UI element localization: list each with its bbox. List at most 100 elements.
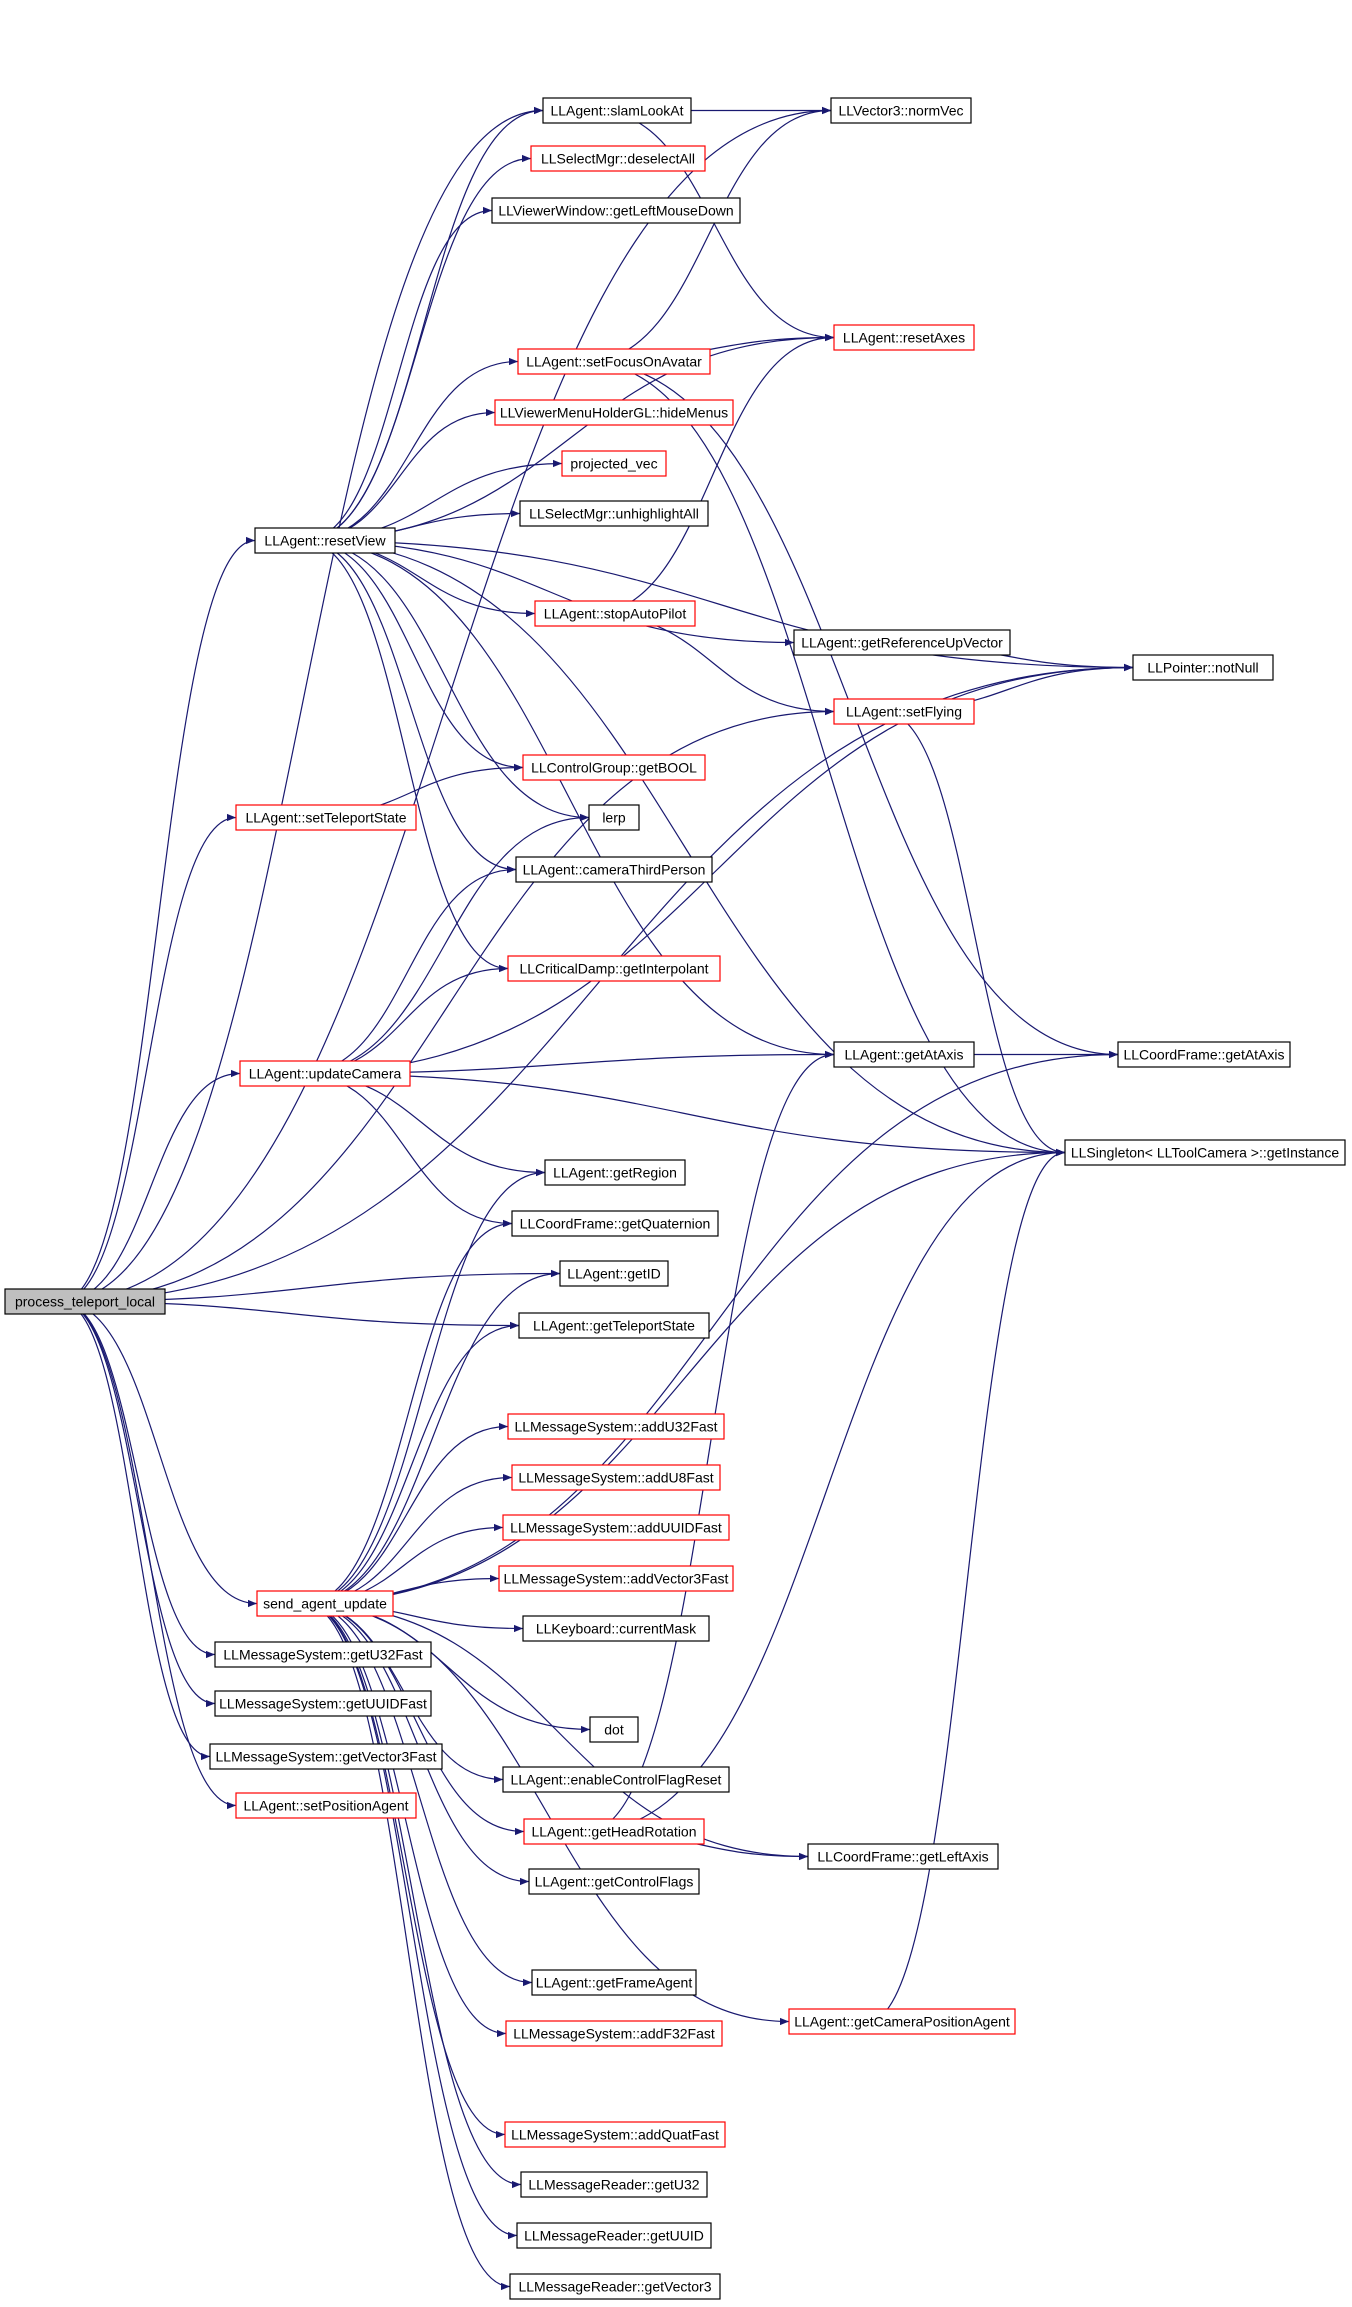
node-set-position-agent[interactable]: LLAgent::setPositionAgent: [235, 1792, 417, 1819]
node-label: dot: [604, 1722, 624, 1738]
node-get-frame-agent[interactable]: LLAgent::getFrameAgent: [531, 1969, 697, 1996]
node-agent-get-at-axis[interactable]: LLAgent::getAtAxis: [833, 1041, 975, 1068]
edge-set-focus-on-avatar-to-norm-vec: [585, 106, 832, 363]
node-get-uuidfast[interactable]: LLMessageSystem::getUUIDFast: [214, 1690, 432, 1717]
edge-root-to-norm-vec: [60, 106, 832, 1303]
node-send-agent-update[interactable]: send_agent_update: [256, 1590, 394, 1617]
node-label: LLMessageSystem::addUUIDFast: [510, 1520, 722, 1536]
node-reset-view[interactable]: LLAgent::resetView: [254, 527, 396, 554]
node-reset-axes[interactable]: LLAgent::resetAxes: [833, 324, 975, 351]
node-box: [518, 1312, 710, 1339]
node-get-region[interactable]: LLAgent::getRegion: [544, 1159, 686, 1186]
edge-update-camera-to-not-null: [299, 663, 1134, 1075]
node-box: [522, 754, 706, 781]
node-label: LLViewerMenuHolderGL::hideMenus: [500, 405, 728, 421]
edge-root-to-get-uuidfast: [60, 1300, 216, 1708]
node-root[interactable]: process_teleport_local: [4, 1288, 166, 1315]
node-projected-vec[interactable]: projected_vec: [561, 450, 667, 477]
node-box: [254, 527, 396, 554]
node-label: process_teleport_local: [15, 1294, 155, 1310]
node-box: [833, 698, 975, 725]
node-update-camera[interactable]: LLAgent::updateCamera: [239, 1060, 411, 1087]
node-box: [235, 804, 417, 831]
node-box: [502, 1766, 730, 1793]
node-box: [544, 1159, 686, 1186]
node-box: [209, 1743, 443, 1770]
node-label: LLMessageReader::getU32: [528, 2177, 699, 2193]
node-set-focus-on-avatar[interactable]: LLAgent::setFocusOnAvatar: [517, 348, 711, 375]
node-box: [1064, 1139, 1346, 1166]
node-lerp[interactable]: lerp: [588, 804, 640, 831]
node-enable-control-flag-reset[interactable]: LLAgent::enableControlFlagReset: [502, 1766, 730, 1793]
node-get-quaternion[interactable]: LLCoordFrame::getQuaternion: [511, 1210, 719, 1237]
node-get-head-rotation[interactable]: LLAgent::getHeadRotation: [523, 1818, 705, 1845]
node-set-teleport-state[interactable]: LLAgent::setTeleportState: [235, 804, 417, 831]
node-label: LLMessageSystem::getVector3Fast: [216, 1749, 437, 1765]
node-add-quat-fast[interactable]: LLMessageSystem::addQuatFast: [504, 2121, 726, 2148]
node-unhighlight-all[interactable]: LLSelectMgr::unhighlightAll: [519, 500, 709, 527]
node-add-vector3-fast[interactable]: LLMessageSystem::addVector3Fast: [498, 1565, 734, 1592]
node-get-bool[interactable]: LLControlGroup::getBOOL: [522, 754, 706, 781]
node-norm-vec[interactable]: LLVector3::normVec: [830, 97, 972, 124]
node-label: LLMessageSystem::addQuatFast: [511, 2127, 719, 2143]
node-get-teleport-state[interactable]: LLAgent::getTeleportState: [518, 1312, 710, 1339]
node-set-flying[interactable]: LLAgent::setFlying: [833, 698, 975, 725]
node-add-f32-fast[interactable]: LLMessageSystem::addF32Fast: [505, 2020, 723, 2047]
node-get-interpolant[interactable]: LLCriticalDamp::getInterpolant: [507, 955, 721, 982]
node-label: LLMessageSystem::addVector3Fast: [504, 1571, 729, 1587]
node-get-vector3-fast[interactable]: LLMessageSystem::getVector3Fast: [209, 1743, 443, 1770]
node-box: [4, 1288, 166, 1315]
edge-update-camera-to-lerp: [299, 813, 590, 1075]
node-camera-third-person[interactable]: LLAgent::cameraThirdPerson: [515, 856, 713, 883]
edge-stop-auto-pilot-to-set-flying: [590, 612, 835, 716]
node-deselect-all[interactable]: LLSelectMgr::deselectAll: [530, 145, 706, 172]
node-box: [502, 1514, 730, 1541]
node-hide-menus[interactable]: LLViewerMenuHolderGL::hideMenus: [494, 399, 734, 426]
node-cf-get-at-axis[interactable]: LLCoordFrame::getAtAxis: [1117, 1041, 1291, 1068]
edge-root-to-set-teleport-state: [60, 813, 237, 1303]
node-current-mask[interactable]: LLKeyboard::currentMask: [522, 1615, 710, 1642]
edge-reset-view-to-deselect-all: [303, 154, 532, 542]
node-box: [509, 2273, 721, 2300]
edge-send-agent-update-to-get-control-flags: [304, 1602, 530, 1886]
node-label: LLControlGroup::getBOOL: [531, 760, 697, 776]
node-add-u32-fast[interactable]: LLMessageSystem::addU32Fast: [507, 1413, 725, 1440]
node-label: LLAgent::getRegion: [553, 1165, 677, 1181]
node-get-left-mouse-down[interactable]: LLViewerWindow::getLeftMouseDown: [491, 197, 741, 224]
node-box: [788, 2008, 1016, 2035]
node-get-uuid[interactable]: LLMessageReader::getUUID: [516, 2222, 712, 2249]
node-box: [522, 1615, 710, 1642]
edge-send-agent-update-to-get-quaternion: [304, 1219, 513, 1605]
node-label: LLMessageReader::getUUID: [524, 2228, 704, 2244]
edge-send-agent-update-to-get-frame-agent: [304, 1602, 533, 1987]
edge-send-agent-update-to-get-region: [304, 1168, 546, 1605]
node-add-uuidfast[interactable]: LLMessageSystem::addUUIDFast: [502, 1514, 730, 1541]
node-label: LLAgent::slamLookAt: [550, 103, 683, 119]
node-box: [494, 399, 734, 426]
node-box: [531, 1969, 697, 1996]
node-label: LLSingleton< LLToolCamera >::getInstance: [1071, 1145, 1339, 1161]
node-box: [530, 145, 706, 172]
node-add-u8-fast[interactable]: LLMessageSystem::addU8Fast: [511, 1464, 721, 1491]
node-dot[interactable]: dot: [589, 1716, 639, 1743]
edge-reset-view-to-lerp: [303, 539, 590, 822]
node-get-left-axis[interactable]: LLCoordFrame::getLeftAxis: [807, 1843, 999, 1870]
node-get-id[interactable]: LLAgent::getID: [559, 1260, 669, 1287]
node-label: LLAgent::resetAxes: [843, 330, 965, 346]
node-box: [1132, 654, 1274, 681]
node-get-control-flags[interactable]: LLAgent::getControlFlags: [528, 1868, 700, 1895]
node-slam-look-at[interactable]: LLAgent::slamLookAt: [542, 97, 692, 124]
node-get-instance[interactable]: LLSingleton< LLToolCamera >::getInstance: [1064, 1139, 1346, 1166]
node-stop-auto-pilot[interactable]: LLAgent::stopAutoPilot: [534, 600, 696, 627]
nodes-layer: process_teleport_local LLAgent::slamLookA…: [4, 97, 1346, 2300]
node-get-camera-position-agent[interactable]: LLAgent::getCameraPositionAgent: [788, 2008, 1016, 2035]
node-label: LLKeyboard::currentMask: [536, 1621, 697, 1637]
node-get-reference-up-vector[interactable]: LLAgent::getReferenceUpVector: [793, 629, 1011, 656]
node-box: [516, 2222, 712, 2249]
edge-get-head-rotation-to-get-instance: [586, 1148, 1066, 1833]
node-get-u32-fast[interactable]: LLMessageSystem::getU32Fast: [214, 1641, 432, 1668]
node-get-u32[interactable]: LLMessageReader::getU32: [520, 2171, 708, 2198]
edge-root-to-set-flying: [60, 707, 835, 1303]
node-get-vector3[interactable]: LLMessageReader::getVector3: [509, 2273, 721, 2300]
node-not-null[interactable]: LLPointer::notNull: [1132, 654, 1274, 681]
